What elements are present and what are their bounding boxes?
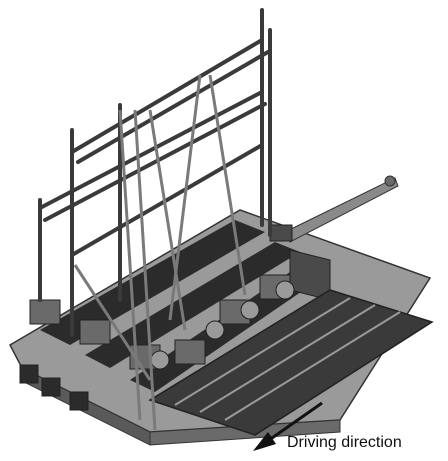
driving-direction-arrow xyxy=(253,401,323,451)
front-ramp xyxy=(148,289,434,436)
rack-frame xyxy=(38,8,272,337)
tow-bar xyxy=(269,175,399,243)
diagonal-struts xyxy=(73,74,247,431)
chassis-mechanism xyxy=(19,274,295,411)
driving-direction-label: Driving direction xyxy=(287,434,402,451)
